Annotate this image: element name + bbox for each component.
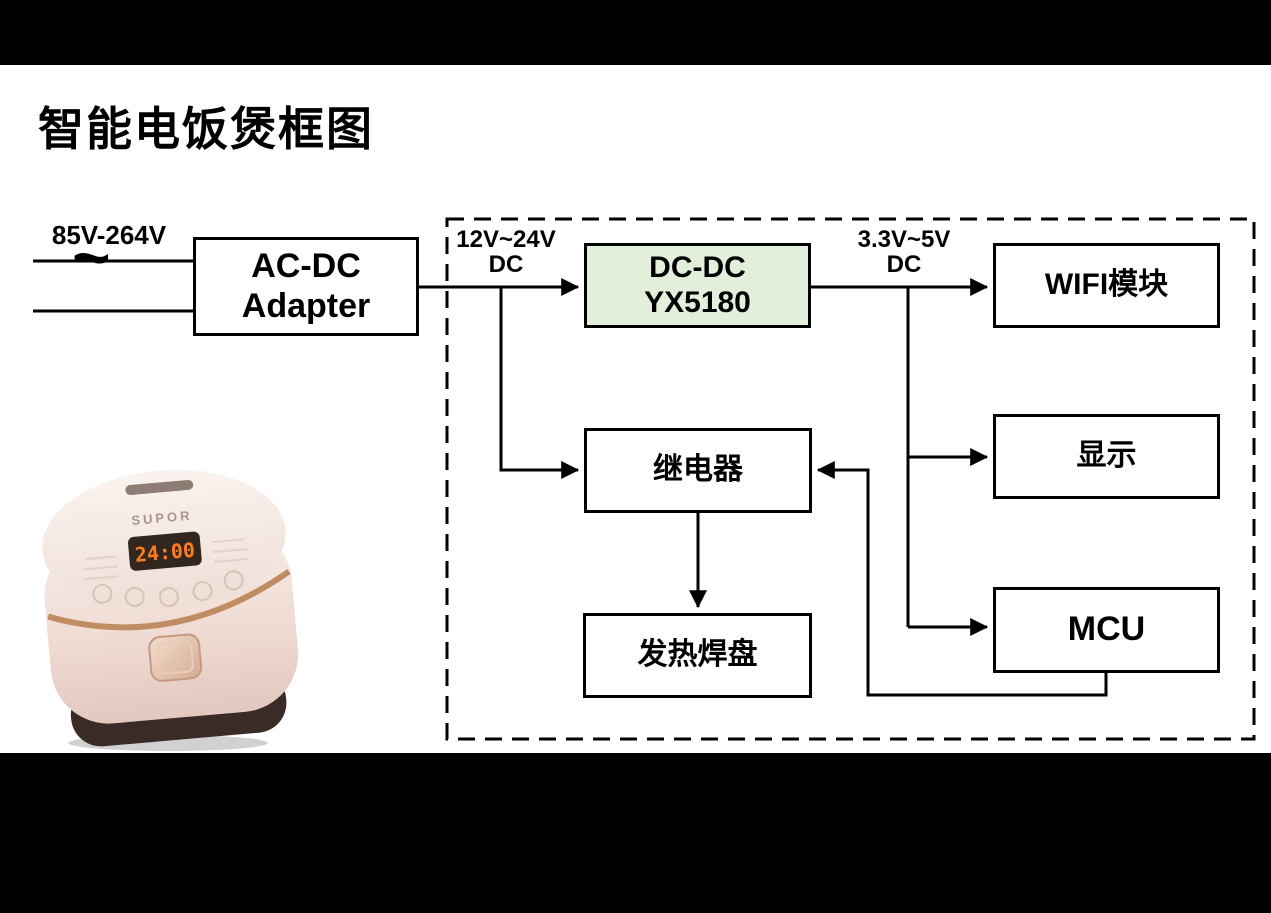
cooker-control-buttons xyxy=(92,570,244,608)
cooker-open-button-inner xyxy=(156,640,194,675)
block-dcdc-line1: DC-DC xyxy=(649,251,746,284)
connector-lines xyxy=(33,217,1256,741)
label-dc-bus-1: 12V~24V DC xyxy=(450,226,562,279)
label-dc-bus-1-dc: DC xyxy=(488,251,524,279)
label-dc-bus-1-voltage: 12V~24V xyxy=(456,226,556,253)
cooker-display-panel xyxy=(128,531,202,571)
label-dc-bus-2-voltage: 3.3V~5V xyxy=(857,226,951,253)
block-wifi-module: WIFI模块 xyxy=(993,243,1220,328)
diagram-canvas: 智能电饭煲框图 xyxy=(0,65,1271,753)
block-relay: 继电器 xyxy=(584,428,812,513)
edge-mcu-relay xyxy=(816,461,1108,697)
dashed-boundary-box xyxy=(445,217,1256,741)
block-heating-plate: 发热焊盘 xyxy=(583,613,812,698)
cooker-handle-slot xyxy=(125,479,194,495)
cooker-brand-text: SUPOR xyxy=(131,508,193,528)
cooker-menu-markings xyxy=(84,538,248,581)
block-acdc-adapter: AC-DC Adapter xyxy=(193,237,419,336)
cooker-open-button xyxy=(148,633,203,682)
block-display: 显示 xyxy=(993,414,1220,499)
block-heater-label: 发热焊盘 xyxy=(637,638,758,672)
block-relay-label: 继电器 xyxy=(653,453,743,487)
block-wifi-label: WIFI模块 xyxy=(1044,268,1169,302)
rice-cooker-product-image: SUPOR 24:00 xyxy=(42,469,299,751)
block-acdc-line2: Adapter xyxy=(241,286,371,325)
block-display-label: 显示 xyxy=(1076,439,1137,473)
ac-waveform-symbol: ~ xyxy=(72,220,111,294)
block-dcdc-yx5180: DC-DC YX5180 xyxy=(584,243,811,328)
block-acdc-line1: AC-DC xyxy=(251,247,361,286)
label-dc-bus-2-dc: DC xyxy=(886,251,922,279)
label-ac-input-voltage: 85V-264V xyxy=(51,220,167,250)
edge-acdc-relay xyxy=(499,287,580,479)
block-mcu: MCU xyxy=(993,587,1220,673)
block-mcu-label: MCU xyxy=(1067,610,1146,649)
page-title: 智能电饭煲框图 xyxy=(38,103,374,155)
block-dcdc-line2: YX5180 xyxy=(644,285,751,319)
label-dc-bus-2: 3.3V~5V DC xyxy=(845,226,963,279)
cooker-rose-gold-band xyxy=(47,569,291,631)
cooker-display-time: 24:00 xyxy=(134,538,196,567)
